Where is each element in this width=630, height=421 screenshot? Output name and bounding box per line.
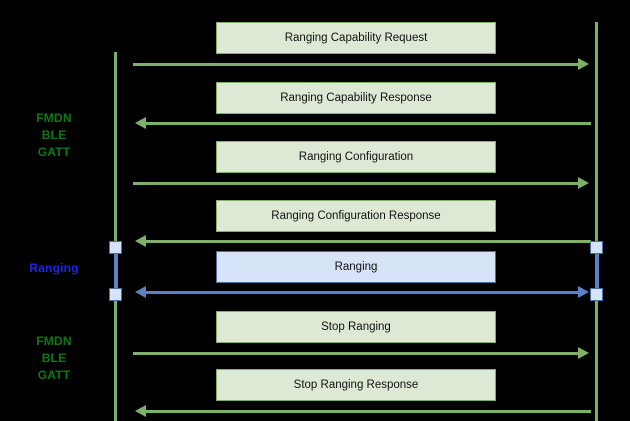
message-arrow-stop-ranging-response (135, 405, 591, 417)
arrowhead-left-icon (135, 117, 146, 129)
ranging-activation-node-right-start (590, 241, 603, 254)
right-lifeline (595, 22, 598, 421)
message-box-ranging-configuration-response: Ranging Configuration Response (216, 200, 496, 232)
arrow-shaft (146, 122, 591, 125)
arrow-shaft (133, 182, 578, 185)
left-lifeline (114, 52, 117, 421)
phase-label-ranging: Ranging (29, 261, 79, 275)
arrow-shaft (146, 240, 591, 243)
ranging-activation-node-left-start (109, 241, 122, 254)
message-box-ranging-capability-response: Ranging Capability Response (216, 82, 496, 114)
message-arrow-stop-ranging (133, 347, 589, 359)
message-box-ranging-configuration: Ranging Configuration (216, 141, 496, 173)
arrowhead-left-icon (135, 235, 146, 247)
ranging-activation-bar-right (595, 247, 599, 294)
message-arrow-ranging-configuration-response (135, 235, 591, 247)
arrowhead-right-icon (578, 58, 589, 70)
arrow-shaft (146, 291, 578, 294)
arrowhead-right-icon (578, 177, 589, 189)
phase-label-fmdn-ble-gatt-bottom: FMDN BLE GATT (36, 334, 72, 382)
ranging-activation-bar-left (114, 247, 118, 294)
arrowhead-left-icon (135, 405, 146, 417)
message-box-stop-ranging: Stop Ranging (216, 311, 496, 343)
arrowhead-right-icon (578, 286, 589, 298)
arrow-shaft (133, 352, 578, 355)
arrow-shaft (146, 410, 591, 413)
message-arrow-ranging-capability-response (135, 117, 591, 129)
arrowhead-right-icon (578, 347, 589, 359)
message-arrow-ranging-bidirectional (135, 286, 589, 298)
arrowhead-left-icon (135, 286, 146, 298)
arrow-shaft (133, 63, 578, 66)
message-box-stop-ranging-response: Stop Ranging Response (216, 369, 496, 401)
message-arrow-ranging-configuration (133, 177, 589, 189)
ranging-activation-node-right-end (590, 288, 603, 301)
ranging-activation-node-left-end (109, 288, 122, 301)
message-box-ranging-capability-request: Ranging Capability Request (216, 22, 496, 54)
message-arrow-ranging-capability-request (133, 58, 589, 70)
message-box-ranging: Ranging (216, 251, 496, 283)
phase-label-fmdn-ble-gatt-top: FMDN BLE GATT (36, 111, 72, 159)
